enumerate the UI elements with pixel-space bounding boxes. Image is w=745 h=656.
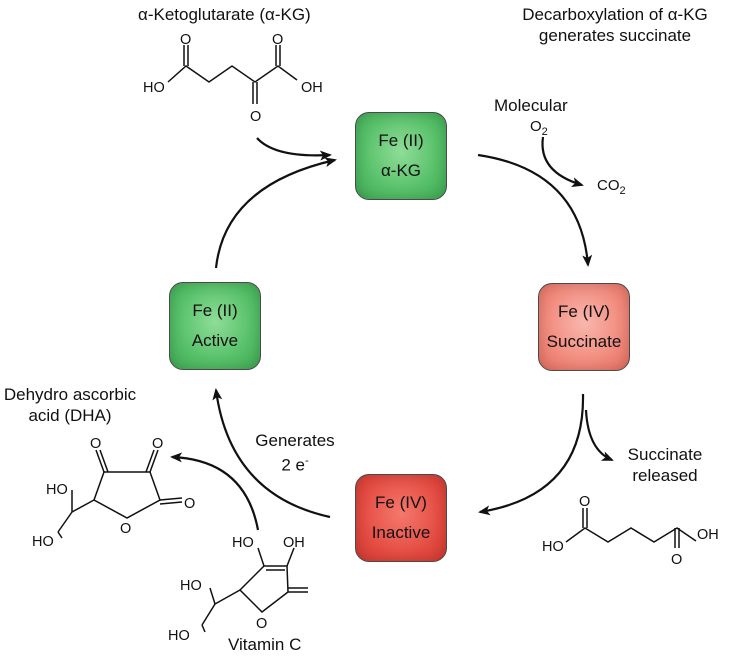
dha-line2: acid (DHA) <box>28 406 112 425</box>
node-fe4-inactive: Fe (IV) Inactive <box>355 474 447 562</box>
dha-label: Dehydro ascorbic acid (DHA) <box>0 384 140 426</box>
co2-sub: 2 <box>619 185 626 197</box>
arrow-akg-input <box>256 137 332 161</box>
node-fe4-inactive-line1: Fe (IV) <box>375 493 427 512</box>
atom-label: O <box>120 521 131 537</box>
atom-label: HO <box>168 628 190 644</box>
node-fe4-succinate-line2: Succinate <box>546 332 622 351</box>
akg-title: α-Ketoglutarate (α-KG) <box>138 5 311 24</box>
o2-label: O2 <box>530 116 548 143</box>
atom-label: O <box>180 32 191 48</box>
node-fe2-akg-line1: Fe (II) <box>378 131 424 150</box>
arrow-inactive-to-active <box>212 388 331 519</box>
node-fe2-active-line2: Active <box>191 331 239 350</box>
decarboxylation-label: Decarboxylation of α-KG generates succin… <box>495 4 735 46</box>
node-fe2-akg: Fe (II) α-KG <box>355 112 447 200</box>
arrow-succinate-to-inactive <box>478 393 585 516</box>
node-fe4-inactive-line2: Inactive <box>371 523 431 542</box>
node-fe4-succinate: Fe (IV) Succinate <box>538 283 630 371</box>
arrow-o2-co2 <box>541 136 584 187</box>
co2-label: CO2 <box>597 175 626 202</box>
decarboxylation-line2: generates succinate <box>538 26 692 45</box>
atom-label: O <box>90 436 101 452</box>
generates-label: Generates 2 e- <box>240 430 350 476</box>
dha-structure <box>57 449 183 539</box>
akg-structure <box>167 45 298 104</box>
arrow-akg-to-succinate <box>477 153 593 267</box>
atom-label: HO <box>542 539 564 555</box>
atom-label: HO <box>180 578 202 594</box>
succinate-structure <box>565 508 697 548</box>
succinate-released-line2: released <box>632 466 698 485</box>
vitamin-c-structure <box>201 547 308 633</box>
arrow-active-to-akg <box>214 157 337 269</box>
generates-line2-sup: - <box>304 455 309 467</box>
vitamin-c-label: Vitamin C <box>228 635 302 654</box>
node-fe4-succinate-line1: Fe (IV) <box>558 302 610 321</box>
atom-label: HO <box>143 80 165 96</box>
atom-label: O <box>671 552 682 568</box>
atom-label: HO <box>46 482 68 498</box>
atom-label: O <box>250 109 261 125</box>
atom-label: O <box>184 496 195 512</box>
atom-label: HO <box>232 535 254 551</box>
atom-label: O <box>272 32 283 48</box>
succinate-atoms: HO O OH O <box>542 494 719 568</box>
succinate-released-label: Succinate released <box>610 444 720 486</box>
atom-label: OH <box>283 535 305 551</box>
molecular-label: Molecular <box>494 96 568 115</box>
arrow-vitc-to-dha <box>170 452 260 531</box>
atom-label: O <box>579 494 590 510</box>
succinate-released-line1: Succinate <box>627 445 703 464</box>
atom-label: O <box>152 436 163 452</box>
vitamin-c-atoms: HO OH O HO HO <box>168 535 305 644</box>
generates-line1: Generates <box>255 431 335 450</box>
node-fe2-akg-line2: α-KG <box>380 161 422 180</box>
node-fe2-active: Fe (II) Active <box>169 282 261 370</box>
atom-label: OH <box>697 527 719 543</box>
dha-line1: Dehydro ascorbic <box>3 385 137 404</box>
o2-base: O <box>530 118 542 135</box>
dha-atoms: O O O O HO HO <box>32 436 195 550</box>
decarboxylation-line1: Decarboxylation of α-KG <box>522 5 708 24</box>
arrow-succinate-release <box>584 409 614 462</box>
atom-label: O <box>256 616 267 632</box>
node-fe2-active-line1: Fe (II) <box>192 301 238 320</box>
co2-base: CO <box>597 177 620 194</box>
atom-label: HO <box>32 534 54 550</box>
generates-line2: 2 e- <box>240 451 350 476</box>
akg-atoms: O O HO OH O <box>143 32 323 125</box>
generates-line2-base: 2 e <box>281 455 305 475</box>
atom-label: OH <box>301 80 323 96</box>
o2-sub: 2 <box>541 126 548 138</box>
